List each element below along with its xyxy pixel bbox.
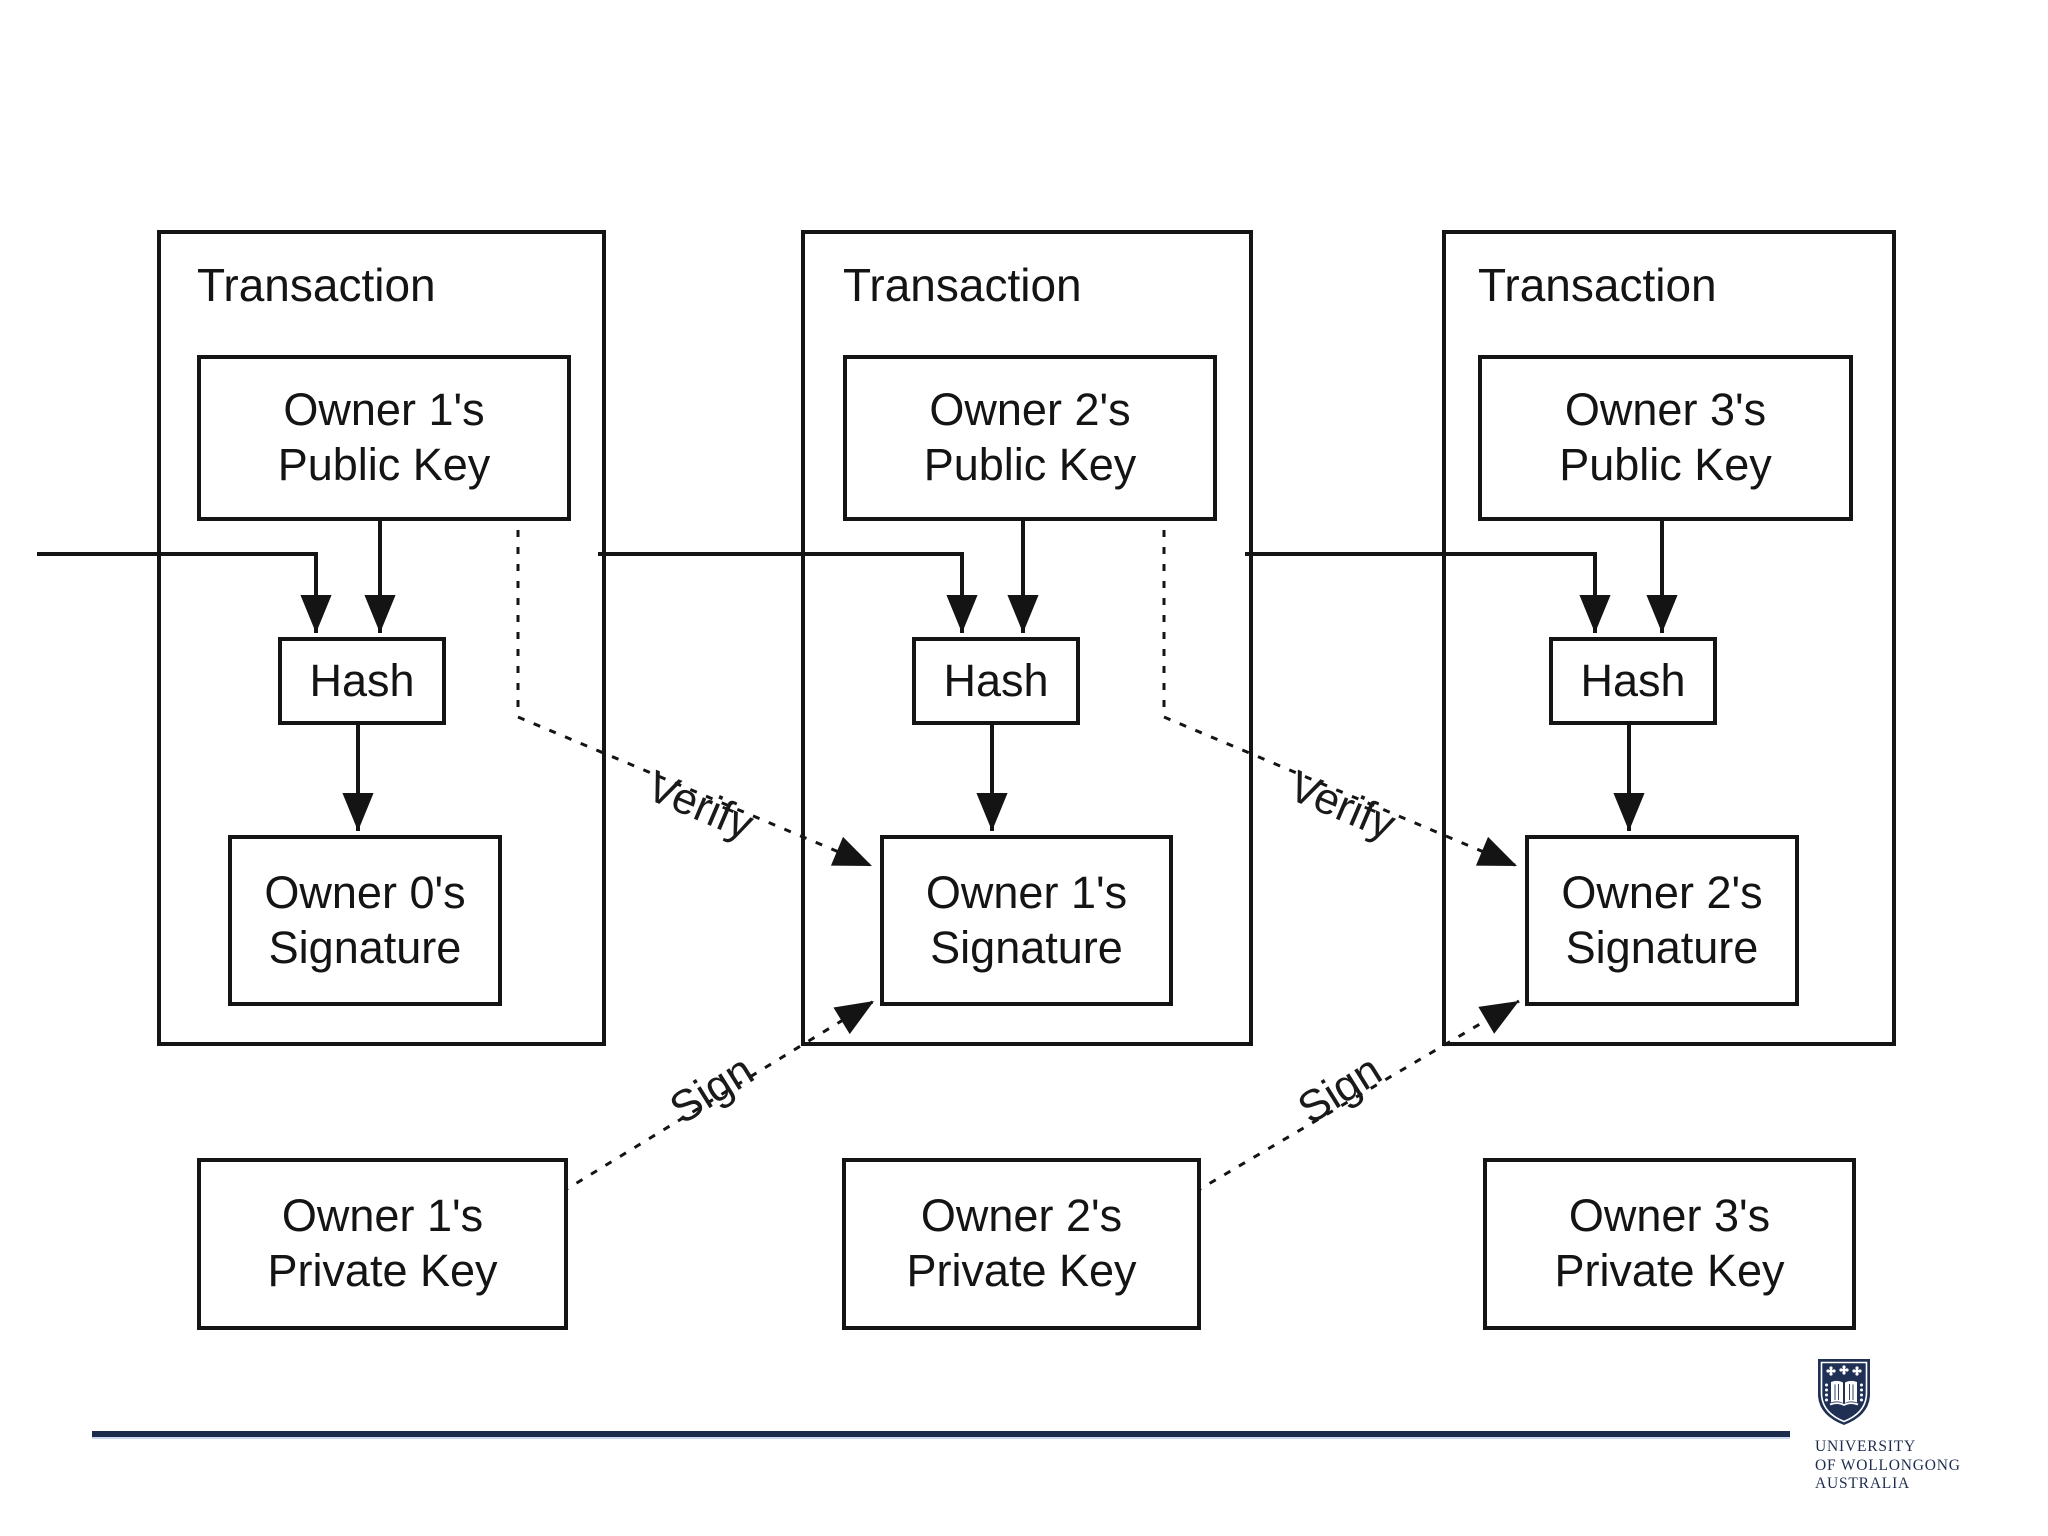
hash-box-3: Hash xyxy=(1549,637,1717,725)
hash-box-2: Hash xyxy=(912,637,1080,725)
shield-flowers xyxy=(1826,1365,1862,1376)
uow-logo: UNIVERSITY OF WOLLONGONG AUSTRALIA xyxy=(1815,1358,2025,1494)
sign-arrow-2 xyxy=(1194,999,1520,1194)
public-key-box-3: Owner 3's Public Key xyxy=(1478,355,1853,521)
private-key-box-2: Owner 2's Private Key xyxy=(842,1158,1201,1330)
verify-arrow-2 xyxy=(1162,513,1518,868)
prev-tx-line-2 xyxy=(598,552,978,633)
signature-box-1: Owner 0's Signature xyxy=(228,835,502,1006)
signature-box-2: Owner 1's Signature xyxy=(880,835,1173,1006)
shield-book xyxy=(1829,1380,1859,1407)
transaction-box-1 xyxy=(157,230,606,1046)
private-key-box-3: Owner 3's Private Key xyxy=(1483,1158,1856,1330)
private-key-box-1: Owner 1's Private Key xyxy=(197,1158,568,1330)
footer-rule-highlight xyxy=(92,1437,1790,1439)
public-key-box-1: Owner 1's Public Key xyxy=(197,355,571,521)
logo-org-line-2: OF WOLLONGONG xyxy=(1815,1456,1961,1474)
shield-dots xyxy=(1825,1383,1863,1402)
footer-rule xyxy=(92,1431,1790,1437)
verify-arrow-1 xyxy=(516,513,873,868)
hash-box-1: Hash xyxy=(278,637,446,725)
prev-tx-line-1 xyxy=(37,552,332,633)
logo-org-line-1: UNIVERSITY xyxy=(1815,1438,1916,1455)
logo-org-line-3: AUSTRALIA xyxy=(1815,1475,1911,1492)
transaction-title-1: Transaction xyxy=(197,259,436,311)
transaction-title-2: Transaction xyxy=(843,259,1082,311)
signature-box-3: Owner 2's Signature xyxy=(1525,835,1799,1006)
prev-tx-line-3 xyxy=(1245,552,1611,633)
public-key-box-2: Owner 2's Public Key xyxy=(843,355,1217,521)
uow-shield-icon xyxy=(1818,1359,1870,1425)
transaction-box-2 xyxy=(801,230,1253,1046)
transaction-box-3 xyxy=(1442,230,1896,1046)
transaction-title-3: Transaction xyxy=(1478,259,1717,311)
